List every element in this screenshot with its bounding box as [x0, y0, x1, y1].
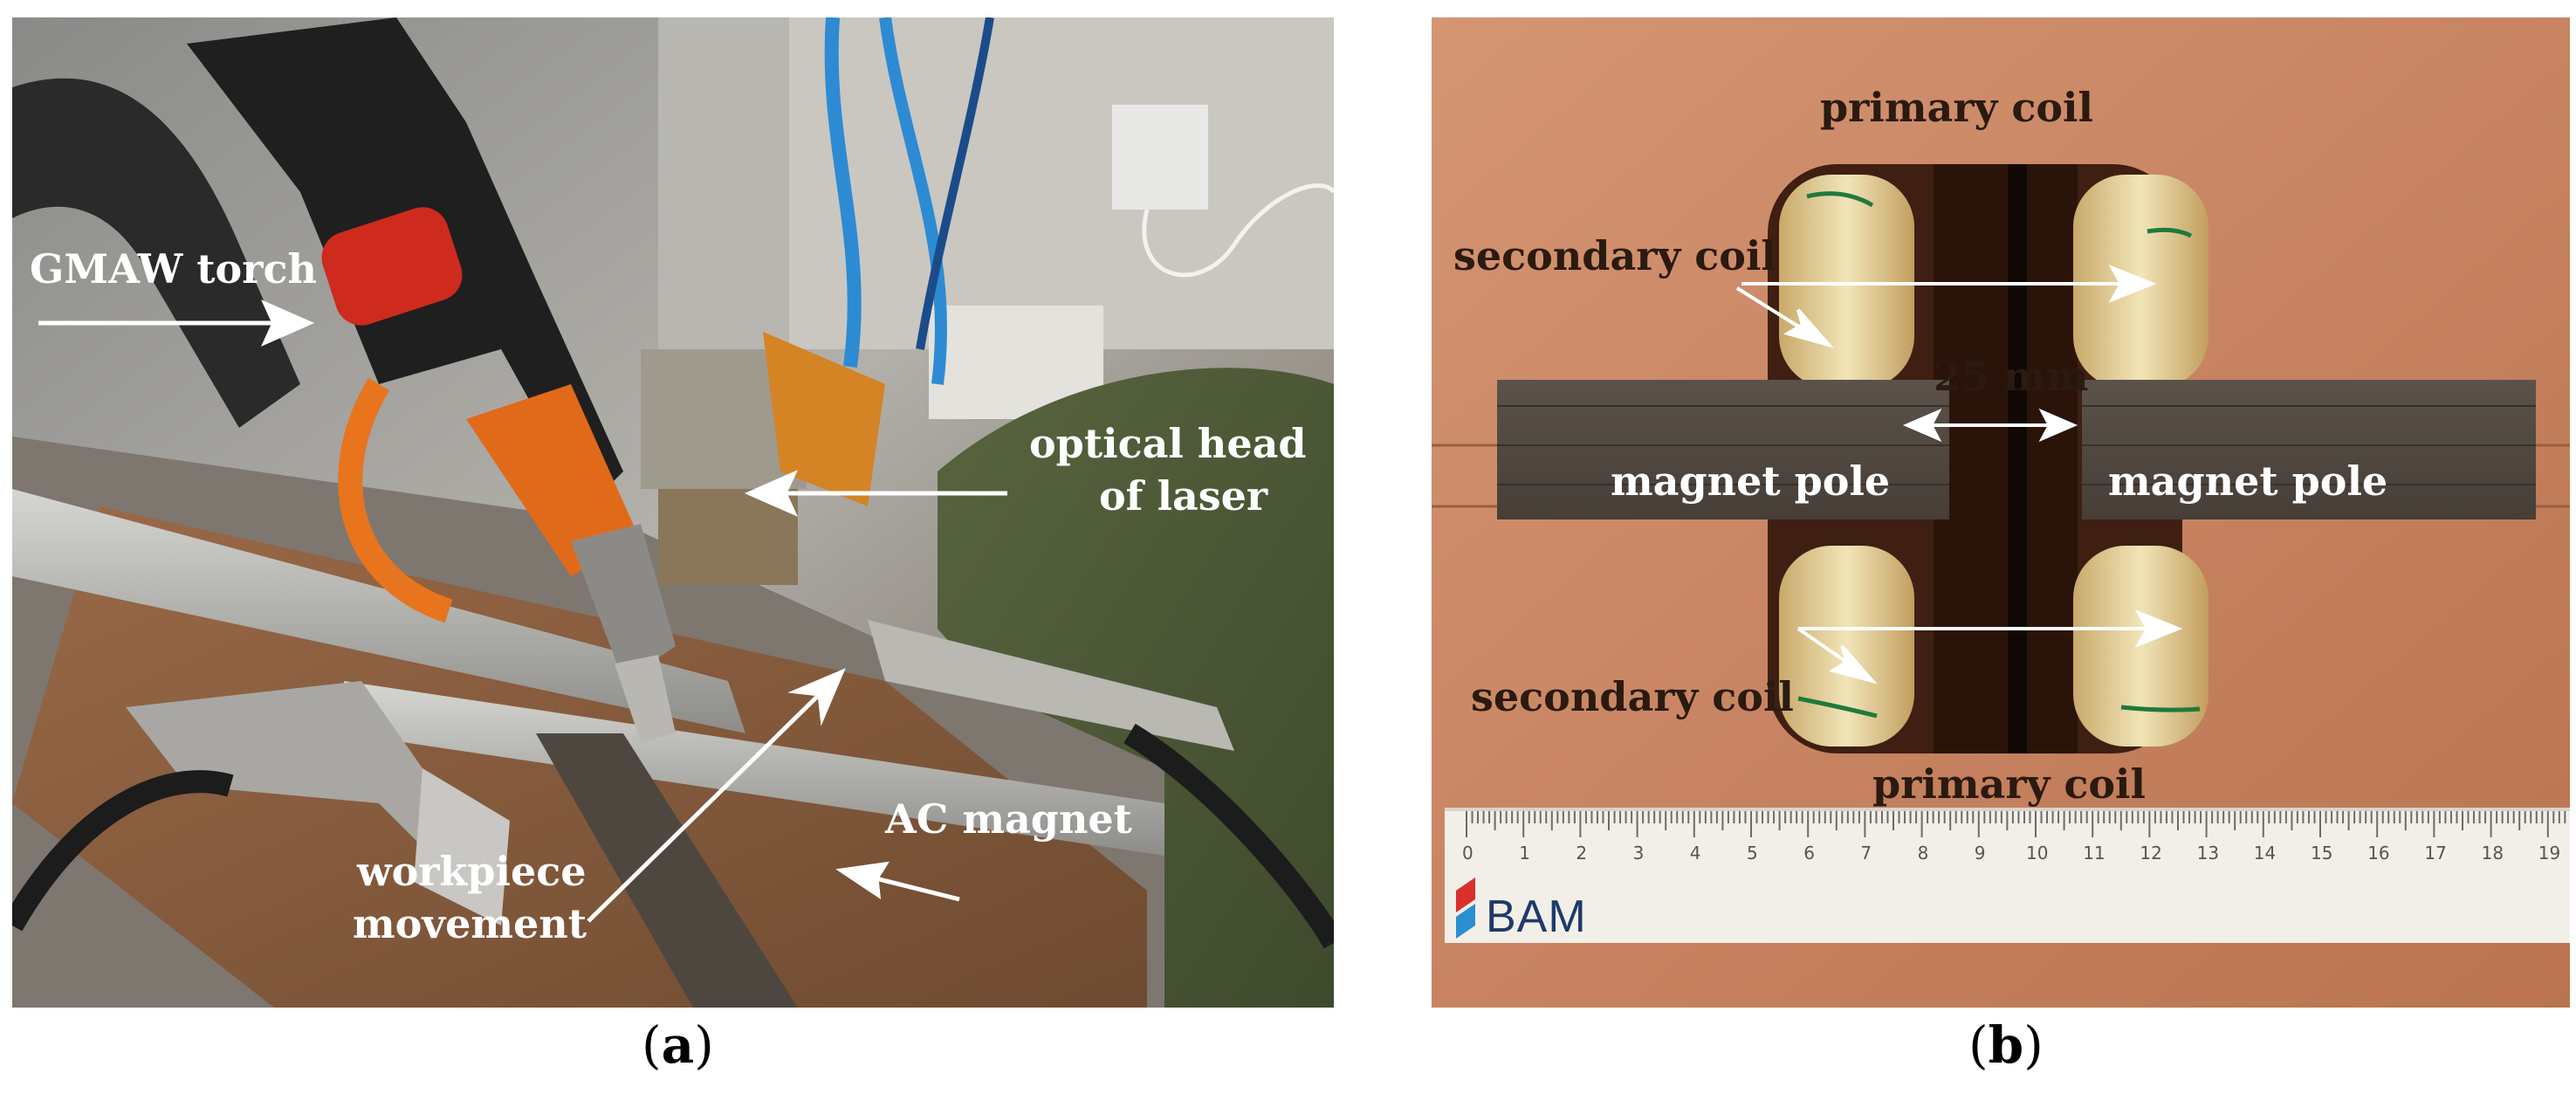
ruler-number: 18 [2481, 843, 2504, 864]
ruler-number: 3 [1632, 843, 1645, 864]
caption-a-letter: a [661, 1015, 695, 1075]
label-optical-head-line1: optical head [1029, 420, 1307, 467]
ruler-number: 14 [2253, 843, 2277, 864]
ruler-number: 7 [1860, 843, 1872, 864]
ruler-number: 15 [2311, 843, 2333, 864]
label-gmaw-torch: GMAW torch [30, 245, 317, 292]
label-optical-head-line2: of laser [1099, 472, 1268, 519]
label-primary-coil-bottom: primary coil [1872, 760, 2146, 808]
label-primary-coil-top: primary coil [1820, 84, 2093, 131]
ruler-number: 10 [2026, 843, 2049, 864]
ruler-number: 6 [1803, 843, 1815, 864]
caption-b-letter: b [1988, 1015, 2024, 1075]
ruler-logo-bam: BAM [1486, 891, 1587, 942]
ruler-number: 2 [1576, 843, 1588, 864]
caption-b-open: ( [1968, 1015, 1989, 1075]
ruler-number: 16 [2367, 843, 2390, 864]
caption-b-close: ) [2023, 1015, 2044, 1075]
caption-a: (a) [642, 1020, 714, 1070]
ruler-number: 12 [2140, 843, 2162, 864]
ruler-number: 8 [1917, 843, 1929, 864]
ruler-number: 0 [1462, 843, 1473, 864]
label-magnet-pole-left: magnet pole [1611, 458, 1891, 505]
label-workpiece-line2: movement [353, 900, 587, 947]
welding-setup-illustration [12, 17, 1334, 1008]
label-secondary-coil-top: secondary coil [1453, 232, 1776, 279]
ruler-number: 17 [2424, 843, 2447, 864]
ruler-number: 1 [1519, 843, 1530, 864]
ac-magnet-illustration [1432, 17, 2570, 1008]
photo-ac-magnet: primary coil secondary coil 25 mm magnet… [1432, 17, 2570, 1008]
label-ac-magnet: AC magnet [885, 795, 1132, 843]
photo-welding-setup: GMAW torch optical head of laser workpie… [12, 17, 1334, 1008]
ruler-number: 5 [1747, 843, 1758, 864]
ruler-number: 4 [1689, 843, 1701, 864]
label-secondary-coil-bottom: secondary coil [1471, 673, 1794, 720]
caption-a-open: ( [642, 1015, 662, 1075]
ruler-number: 19 [2538, 843, 2561, 864]
ruler-number: 9 [1974, 843, 1986, 864]
label-workpiece-line1: workpiece [357, 848, 587, 895]
caption-a-close: ) [694, 1015, 714, 1075]
ruler-number: 13 [2196, 843, 2220, 864]
label-magnet-pole-right: magnet pole [2108, 458, 2388, 505]
ruler-number: 11 [2083, 843, 2105, 864]
caption-b: (b) [1968, 1020, 2044, 1070]
label-gap-25mm: 25 mm [1934, 353, 2089, 400]
